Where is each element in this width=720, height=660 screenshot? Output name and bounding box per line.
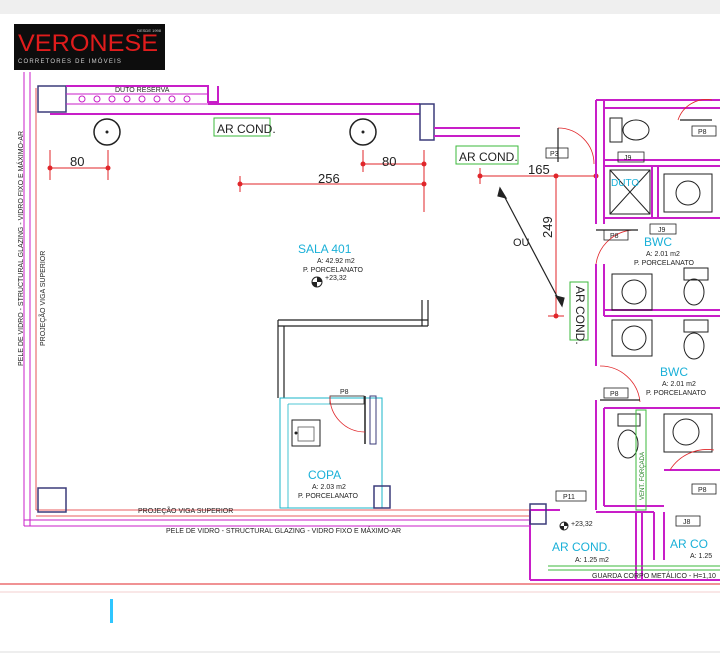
tag-j9-b: J9 bbox=[658, 227, 666, 234]
logo-small-text: DESDE 1998 bbox=[137, 28, 161, 33]
dimension-ticks bbox=[47, 161, 599, 319]
logo-tagline: CORRETORES DE IMÓVEIS bbox=[18, 59, 123, 65]
tag-p3: P3 bbox=[550, 151, 559, 158]
sala-area: A: 42.92 m2 bbox=[317, 258, 355, 265]
bwc2-floor: P. PORCELANATO bbox=[646, 390, 706, 397]
toilet-icon bbox=[683, 319, 709, 360]
level-marker-icon bbox=[311, 276, 323, 288]
ac-bottom-name: AR COND. bbox=[552, 540, 611, 554]
top-wall bbox=[50, 103, 520, 141]
doors bbox=[557, 99, 715, 471]
duct-reserve bbox=[37, 85, 219, 113]
copa-room bbox=[279, 395, 391, 509]
toilet-icon bbox=[683, 267, 709, 306]
duct-reserve-label: DUTO RESERVA bbox=[115, 87, 170, 94]
sink-icon bbox=[611, 273, 653, 311]
sink-icon bbox=[663, 413, 713, 453]
duct-shaft bbox=[609, 169, 651, 215]
column-bottom-left bbox=[37, 487, 67, 513]
tag-j9-a: J9 bbox=[624, 155, 632, 162]
duto-label: DUTO bbox=[611, 178, 639, 189]
vent-shaft bbox=[635, 409, 647, 511]
bwc2-area: A: 2.01 m2 bbox=[662, 381, 696, 388]
sala-level: +23,32 bbox=[325, 275, 347, 282]
ac-bottom2-name: AR CO bbox=[670, 537, 708, 551]
facade-lines bbox=[23, 72, 530, 527]
brand-logo: VERONESE DESDE 1998 CORRETORES DE IMÓVEI… bbox=[14, 24, 165, 70]
beam-left-label: PROJEÇÃO VIGA SUPERIOR bbox=[38, 251, 47, 346]
tag-p8-e: P8 bbox=[698, 487, 707, 494]
dim-165: 165 bbox=[528, 162, 550, 177]
sala-floor: P. PORCELANATO bbox=[303, 267, 363, 274]
tag-p8-c: P8 bbox=[610, 233, 619, 240]
ac-top-left-label: AR COND. bbox=[217, 122, 276, 136]
round-duct-right bbox=[349, 118, 377, 146]
bwc1-floor: P. PORCELANATO bbox=[634, 260, 694, 267]
copa-floor: P. PORCELANATO bbox=[298, 493, 358, 500]
beam-bottom-label: PROJEÇÃO VIGA SUPERIOR bbox=[138, 506, 233, 515]
dim-80-right: 80 bbox=[382, 154, 396, 169]
tag-p11: P11 bbox=[563, 494, 575, 501]
ac-vertical-label: AR COND. bbox=[573, 286, 587, 345]
copa-area: A: 2.03 m2 bbox=[312, 484, 346, 491]
diagonal-arrow bbox=[497, 186, 565, 308]
toilet-icon bbox=[617, 413, 641, 459]
sink-icon bbox=[611, 319, 653, 357]
top-strip bbox=[0, 0, 720, 14]
copa-door-tag: P8 bbox=[340, 389, 349, 396]
bwc1-area: A: 2.01 m2 bbox=[646, 251, 680, 258]
tag-p8-d: P8 bbox=[610, 391, 619, 398]
ac-bottom-level: +23,32 bbox=[571, 521, 593, 528]
sala-name: SALA 401 bbox=[298, 242, 352, 256]
logo-brand-text: VERONESE bbox=[18, 30, 159, 57]
guard-label: GUARDA CORPO METÁLICO - H=1,10 bbox=[592, 571, 716, 580]
interior-partitions bbox=[277, 300, 429, 398]
level-marker-icon bbox=[559, 521, 569, 531]
facade-left-label: PELE DE VIDRO - STRUCTURAL GLAZING - VID… bbox=[16, 131, 25, 366]
toilet-icon bbox=[609, 117, 650, 143]
ac-top-right-label: AR COND. bbox=[459, 150, 518, 164]
ou-label: OU bbox=[513, 237, 530, 249]
ac-bottom-area: A: 1.25 m2 bbox=[575, 557, 609, 564]
right-wet-core bbox=[529, 99, 720, 581]
sink-icon bbox=[663, 173, 713, 213]
facade-bottom-label: PELE DE VIDRO - STRUCTURAL GLAZING - VID… bbox=[166, 526, 401, 535]
copa-name: COPA bbox=[308, 468, 341, 482]
ac-bottom2-area: A: 1.25 bbox=[690, 553, 712, 560]
vent-label: VENT. FORÇADA bbox=[640, 452, 646, 500]
bwc2-name: BWC bbox=[660, 365, 688, 379]
dim-256: 256 bbox=[318, 171, 340, 186]
text-cursor bbox=[110, 599, 113, 623]
bwc1-name: BWC bbox=[644, 235, 672, 249]
round-duct-left bbox=[93, 118, 121, 146]
column-bottom-right bbox=[529, 503, 547, 525]
dim-80-left: 80 bbox=[70, 154, 84, 169]
tag-j8: J8 bbox=[683, 519, 691, 526]
dim-249: 249 bbox=[540, 216, 555, 238]
tag-p8-b: P8 bbox=[698, 129, 707, 136]
beam-projection bbox=[35, 88, 530, 517]
